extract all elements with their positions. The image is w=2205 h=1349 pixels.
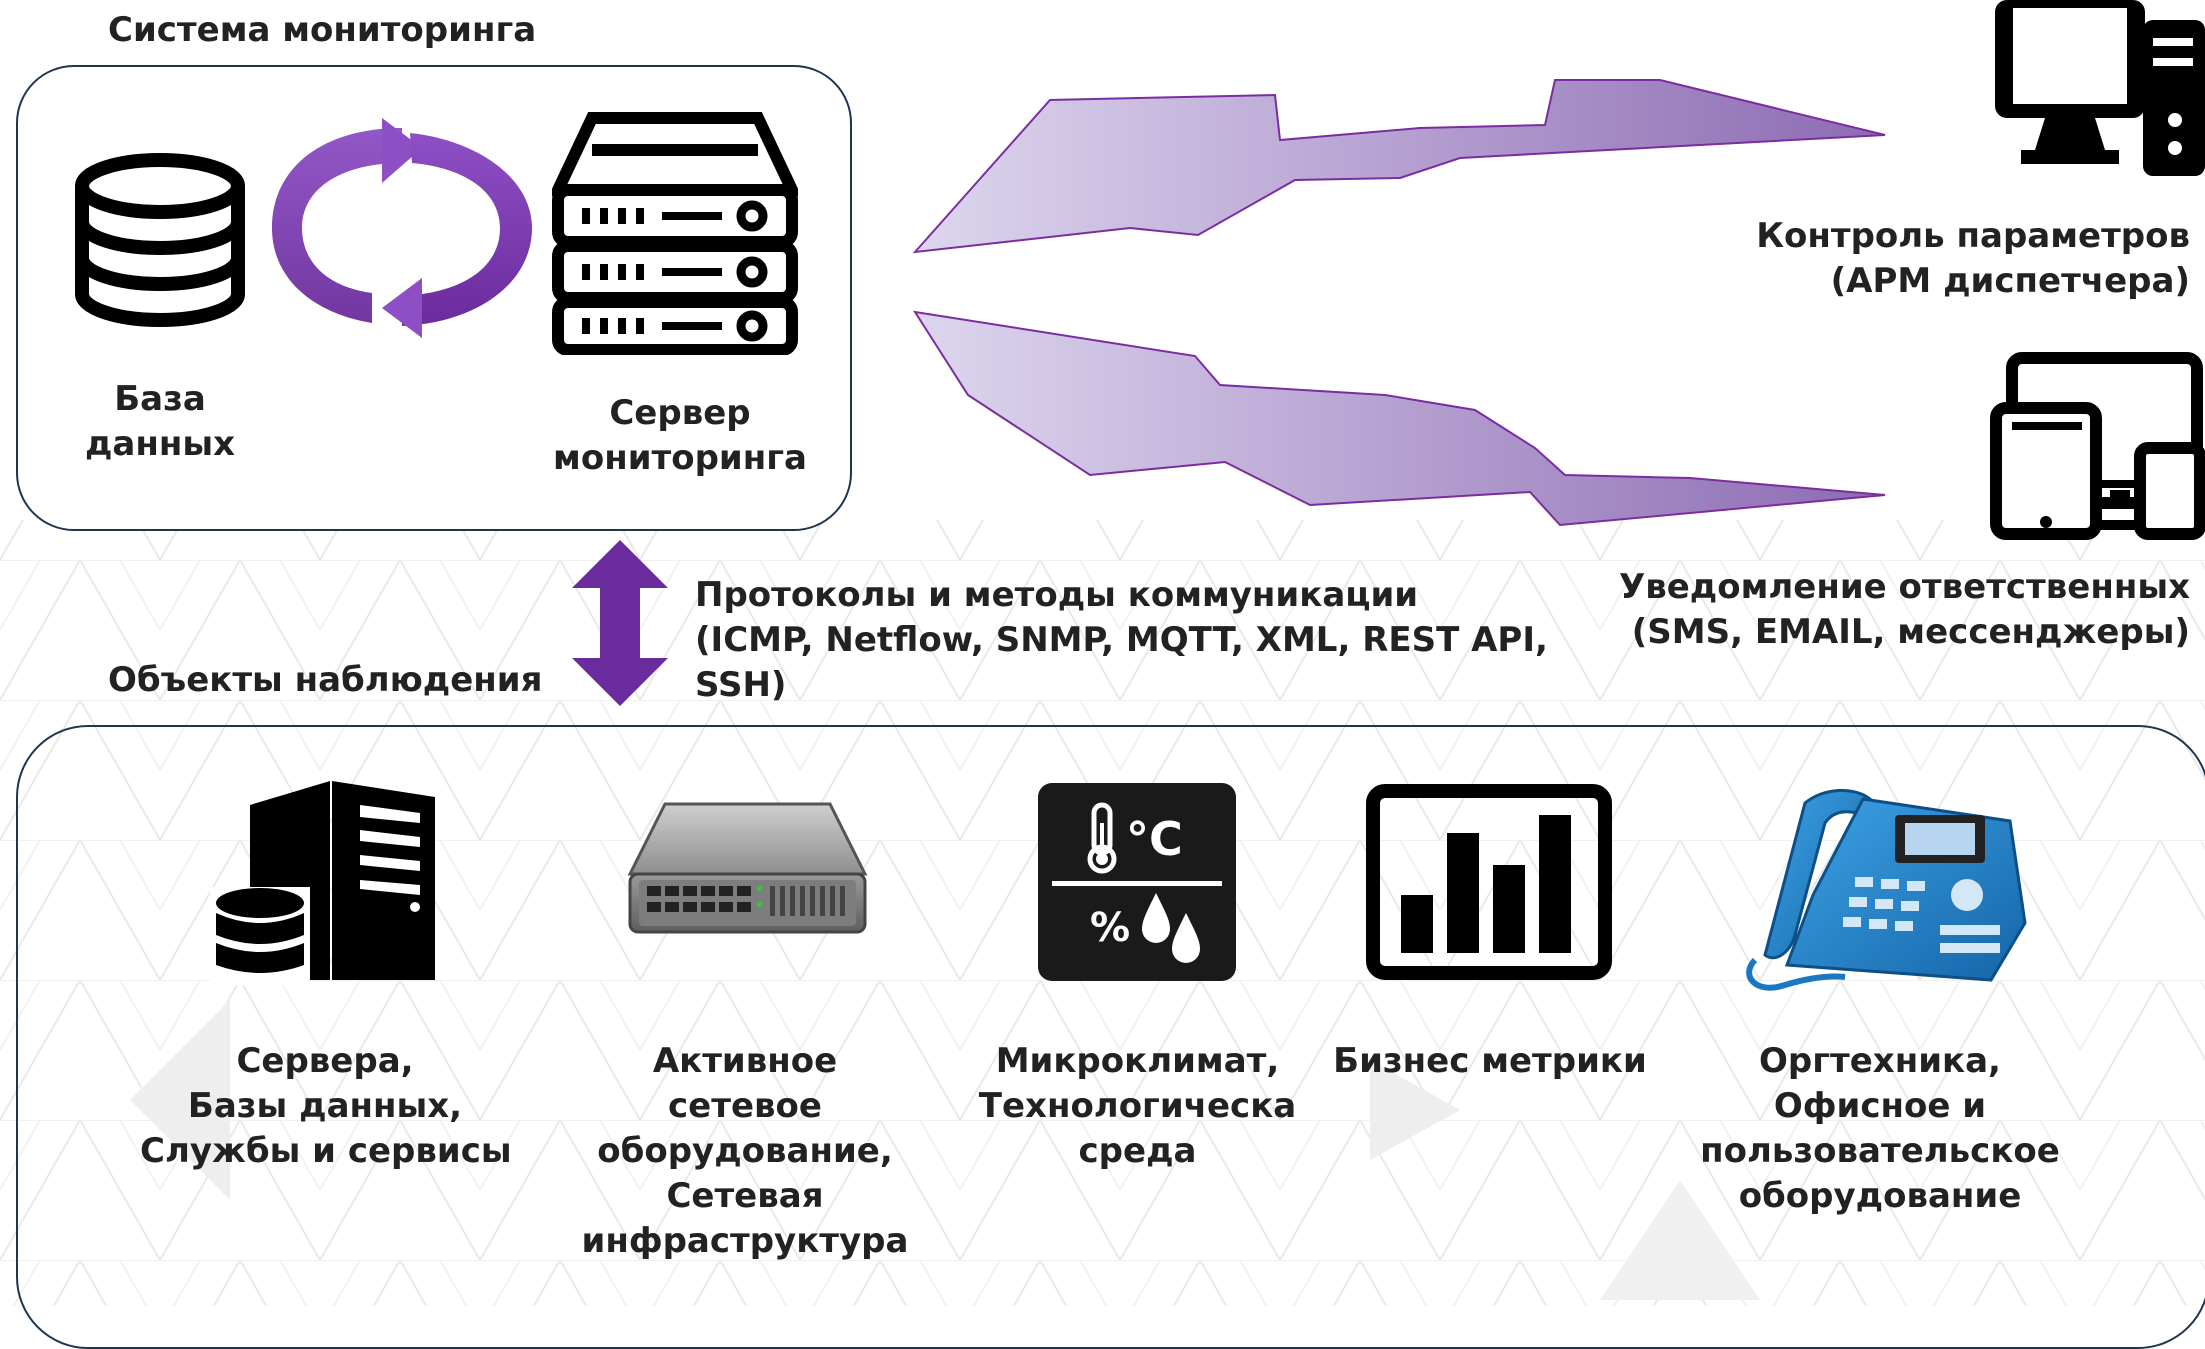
object-label-office: Оргтехника, Офисное и пользовательское о… <box>1700 1041 2060 1216</box>
server-label: Сервер мониторинга <box>553 393 807 478</box>
desktop-computer-icon <box>1995 0 2205 176</box>
object-label-business: Бизнес метрики <box>1333 1041 1647 1081</box>
object-label-microclimate: Микроклимат, Технологическа среда <box>978 1041 1297 1171</box>
object-label-network: Активное сетевое оборудование, Сетевая и… <box>581 1041 909 1261</box>
lightning-bolt-lower <box>912 310 1886 527</box>
notify-label: Уведомление ответственных (SMS, EMAIL, м… <box>1618 567 2190 652</box>
humidity-unit: % <box>1090 905 1130 951</box>
temperature-unit: °C <box>1126 812 1183 866</box>
lightning-bolt-upper <box>912 79 1886 254</box>
microclimate-icon: °C % <box>1038 783 1236 981</box>
sync-arrows-icon <box>272 118 532 338</box>
database-icon <box>75 153 245 327</box>
protocols-text: Протоколы и методы коммуникации (ICMP, N… <box>695 575 1548 705</box>
monitoring-system-title: Система мониторинга <box>108 10 537 50</box>
database-label: База данных <box>84 379 236 464</box>
network-switch-icon <box>627 802 868 934</box>
object-label-servers: Сервера, Базы данных, Службы и сервисы <box>140 1041 512 1171</box>
ip-phone-icon <box>1746 788 2027 991</box>
bar-chart-icon <box>1366 784 1612 980</box>
double-arrow-icon <box>572 540 668 706</box>
objects-title: Объекты наблюдения <box>108 660 543 700</box>
server-tower-icon <box>210 781 435 985</box>
server-icon <box>552 112 798 355</box>
control-label: Контроль параметров (АРМ диспетчера) <box>1756 216 2190 301</box>
devices-icon <box>1990 352 2205 540</box>
